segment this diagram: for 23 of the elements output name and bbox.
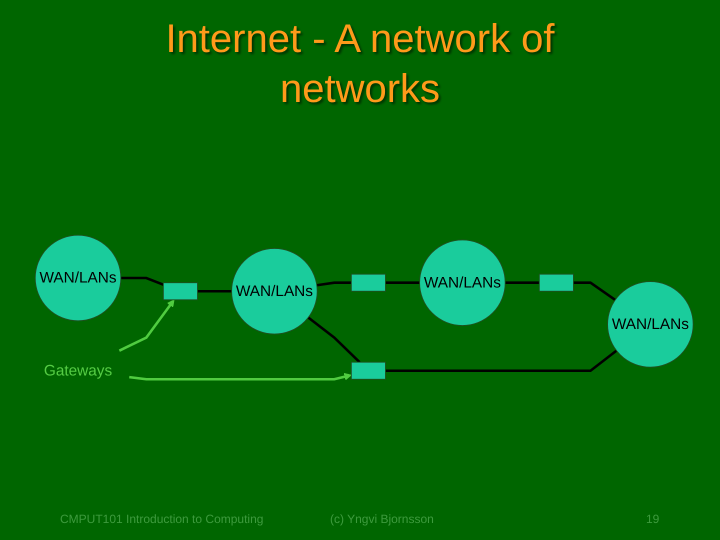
connector <box>307 316 360 364</box>
arrow <box>118 299 174 352</box>
connector <box>120 276 164 286</box>
connector <box>198 290 232 293</box>
footer-text: (c) Yngvi Bjornsson <box>330 512 434 526</box>
slide-number: 19 <box>646 512 660 526</box>
node-box <box>162 282 198 300</box>
node-text: Gateways <box>44 362 112 379</box>
connector <box>505 281 540 284</box>
footer-text: CMPUT101 Introduction to Computing <box>60 512 264 526</box>
arrow <box>129 373 352 381</box>
node-circle: WAN/LANs <box>231 248 318 334</box>
node-box <box>350 274 386 292</box>
node-box <box>350 362 386 380</box>
connector <box>385 281 420 284</box>
connector <box>316 281 352 286</box>
connector <box>573 281 616 301</box>
node-box <box>538 274 574 292</box>
node-circle: WAN/LANs <box>607 281 694 368</box>
node-circle: WAN/LANs <box>34 234 122 322</box>
connector <box>385 350 618 372</box>
node-circle: WAN/LANs <box>419 239 506 326</box>
slide-title: Internet - A network of networks <box>164 16 556 113</box>
